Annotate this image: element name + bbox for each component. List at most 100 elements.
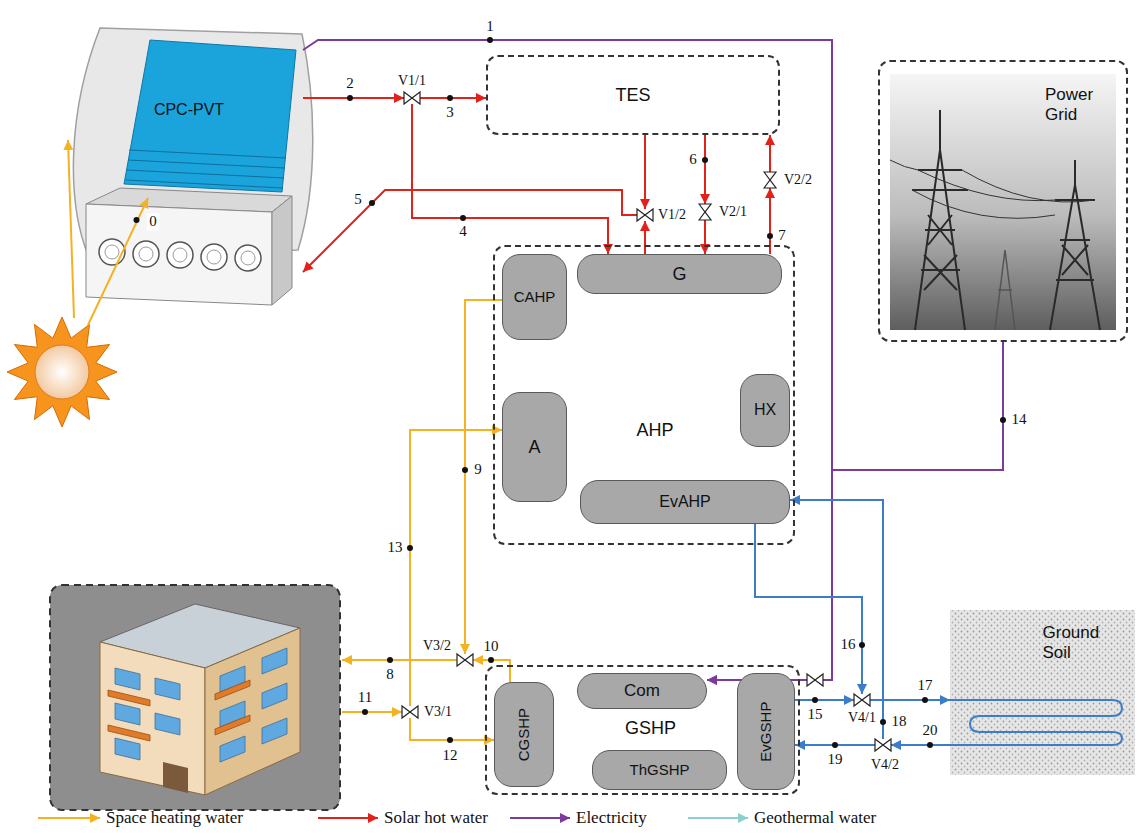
node-label: Ground Soil bbox=[1043, 623, 1113, 662]
system-box: TES bbox=[486, 55, 780, 135]
ground-soil-field bbox=[950, 610, 1135, 775]
callout-number: 9 bbox=[474, 461, 482, 478]
node-label: Com bbox=[624, 681, 660, 701]
power-grid-photo bbox=[890, 160, 1095, 218]
collector-illustration bbox=[99, 239, 261, 271]
connector-group bbox=[303, 40, 1003, 745]
power-grid-photo bbox=[1050, 160, 1100, 330]
valve-symbol bbox=[402, 706, 418, 718]
junction-dot bbox=[347, 37, 1006, 748]
valve-label: V1/2 bbox=[658, 207, 686, 223]
callout-number: 0 bbox=[147, 213, 159, 230]
sunlight-arrow bbox=[68, 140, 74, 318]
valve-symbol bbox=[807, 674, 823, 686]
legend-sample bbox=[688, 817, 748, 819]
callout-number: 3 bbox=[446, 104, 454, 121]
node-label: HX bbox=[754, 401, 776, 419]
junction-dot bbox=[369, 200, 375, 206]
callout-number: 19 bbox=[828, 751, 843, 768]
junction-dot bbox=[447, 737, 453, 743]
junction-dot bbox=[859, 642, 865, 648]
node-label: G bbox=[672, 264, 686, 285]
building-illustration bbox=[100, 642, 205, 795]
labeled-region: Ground Soil bbox=[950, 610, 1135, 775]
callout-number: 15 bbox=[808, 706, 823, 723]
collector-illustration bbox=[105, 245, 119, 259]
system-box: AHPGCAHPHXAEvAHP bbox=[493, 245, 795, 545]
flow-connector bbox=[473, 660, 510, 682]
flow-connector bbox=[755, 524, 862, 694]
collector-illustration bbox=[126, 150, 286, 188]
valve-symbol bbox=[637, 209, 653, 221]
building-illustration bbox=[155, 713, 180, 735]
junction-dot bbox=[702, 157, 708, 163]
valve-node: V2/1 bbox=[699, 204, 711, 220]
sunlight-arrow bbox=[68, 140, 148, 325]
sun-illustration bbox=[35, 345, 89, 399]
valve-label: V2/1 bbox=[719, 204, 747, 220]
collector-illustration bbox=[73, 28, 312, 305]
collector-illustration bbox=[86, 204, 272, 305]
valve-symbol bbox=[404, 92, 420, 104]
collector-illustration bbox=[167, 242, 193, 268]
valve-symbol bbox=[875, 739, 891, 751]
valve-symbol bbox=[699, 204, 711, 220]
legend-label: Electricity bbox=[576, 808, 647, 828]
collector-illustration bbox=[173, 248, 187, 262]
junction-dot bbox=[447, 95, 453, 101]
valve-label: V1/1 bbox=[398, 73, 426, 89]
building-illustration bbox=[262, 718, 287, 744]
component-box: EvGSHP bbox=[737, 673, 795, 790]
junction-dot bbox=[407, 545, 413, 551]
callout-number: 20 bbox=[923, 722, 938, 739]
callout-number: 10 bbox=[484, 638, 499, 655]
valve-symbol bbox=[854, 694, 870, 706]
building-illustration bbox=[163, 762, 188, 793]
callout-number: 11 bbox=[356, 689, 374, 706]
flow-connector bbox=[644, 221, 646, 254]
valve-node: V1/2 bbox=[637, 209, 653, 221]
valve-symbol bbox=[764, 172, 776, 188]
junction-dot bbox=[347, 95, 353, 101]
ground-soil-field bbox=[950, 700, 1122, 745]
collector-illustration bbox=[207, 250, 221, 264]
node-label: TES bbox=[615, 85, 650, 106]
building-illustration bbox=[115, 648, 287, 762]
node-label: EvGSHP bbox=[757, 701, 774, 761]
power-grid-photo bbox=[890, 74, 1116, 330]
component-box: EvAHP bbox=[580, 480, 790, 524]
collector-illustration bbox=[201, 244, 227, 270]
flow-connector bbox=[303, 97, 404, 99]
flow-connector bbox=[410, 430, 502, 706]
callout-number: 4 bbox=[459, 223, 467, 240]
callout-number: 17 bbox=[918, 677, 933, 694]
valve-symbol bbox=[457, 654, 473, 666]
flow-connector bbox=[891, 744, 950, 746]
valve-symbol bbox=[699, 204, 711, 220]
power-grid-photo bbox=[912, 110, 968, 330]
legend-label: Geothermal water bbox=[754, 808, 876, 828]
callout-number: 18 bbox=[892, 713, 907, 730]
valve-symbol bbox=[402, 706, 418, 718]
valve-label: V4/2 bbox=[871, 757, 899, 773]
valve-label: V4/1 bbox=[848, 710, 876, 726]
labeled-region: CPC-PVT bbox=[75, 28, 303, 306]
flow-connector bbox=[410, 718, 494, 740]
building-illustration bbox=[115, 703, 140, 725]
collector-illustration bbox=[133, 241, 159, 267]
valve-symbol bbox=[457, 654, 473, 666]
valve-label: V3/2 bbox=[423, 638, 451, 654]
legend-label: Solar hot water bbox=[384, 808, 488, 828]
component-box: G bbox=[577, 254, 782, 294]
flow-connector bbox=[465, 300, 502, 654]
component-box: CGSHP bbox=[494, 682, 554, 787]
node-label: GSHP bbox=[625, 718, 676, 739]
junction-dot bbox=[832, 742, 838, 748]
flow-connector bbox=[769, 135, 771, 172]
flow-connector bbox=[412, 104, 608, 254]
callout-number: 12 bbox=[443, 747, 458, 764]
building-pipe bbox=[342, 711, 402, 713]
valve-symbol bbox=[807, 674, 823, 686]
